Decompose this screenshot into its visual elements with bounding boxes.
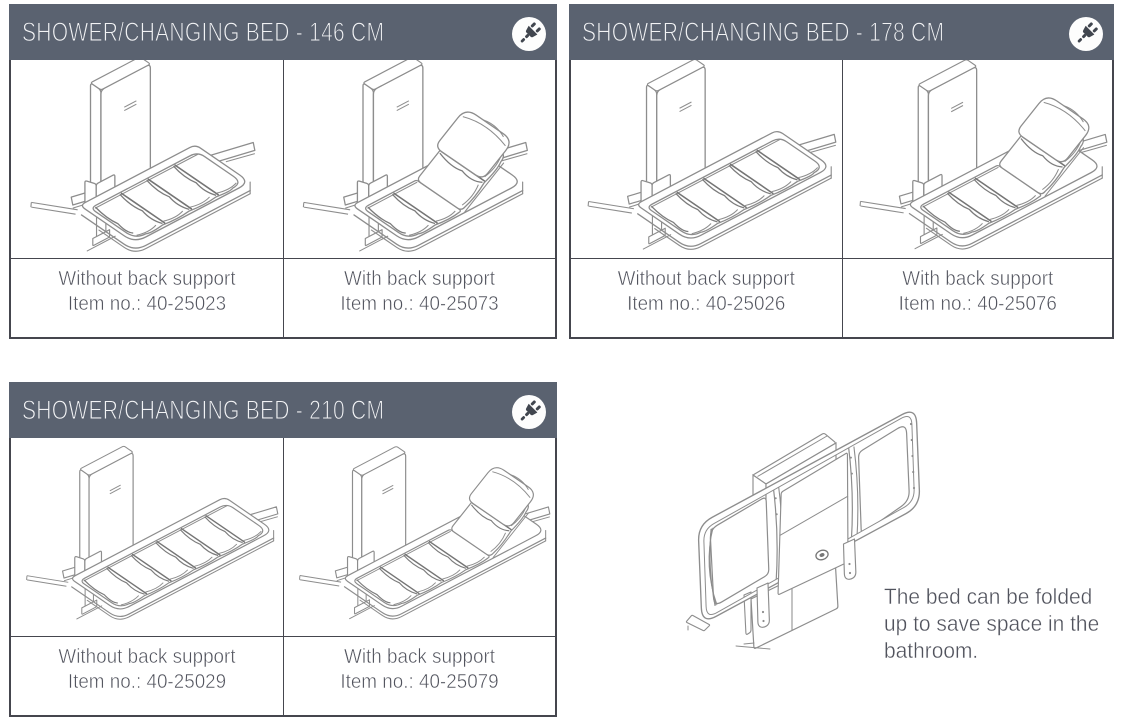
variant-label: Without back support — [58, 267, 236, 290]
caption-178-with-back: With back support Item no.: 40-25076 — [841, 259, 1113, 337]
drawing-210-without-back — [11, 438, 283, 636]
folded-bed-note: The bed can be folded up to save space i… — [884, 583, 1100, 664]
panel-178-header: SHOWER/CHANGING BED - 178 CM — [569, 4, 1114, 60]
note-line: up to save space in the — [884, 611, 1100, 636]
panel-146cm: SHOWER/CHANGING BED - 146 CM Without bac… — [9, 4, 557, 339]
power-plug-icon — [512, 17, 546, 51]
variant-item-number: Item no.: 40-25073 — [340, 291, 499, 315]
panel-210-header: SHOWER/CHANGING BED - 210 CM — [9, 382, 557, 438]
panel-146-captions: Without back support Item no.: 40-25023 … — [11, 258, 555, 337]
panel-210cm: SHOWER/CHANGING BED - 210 CM Without bac… — [9, 382, 557, 717]
panel-210-drawings — [11, 438, 555, 636]
drawing-folded-bed — [640, 392, 960, 692]
variant-label: With back support — [901, 267, 1053, 290]
caption-178-without-back: Without back support Item no.: 40-25026 — [571, 259, 842, 337]
variant-item-number: Item no.: 40-25076 — [898, 291, 1057, 315]
panel-146-drawings — [11, 60, 555, 258]
note-line: The bed can be folded — [884, 584, 1093, 609]
panel-210-title: SHOWER/CHANGING BED - 210 CM — [22, 395, 385, 426]
panel-210-captions: Without back support Item no.: 40-25029 … — [11, 636, 555, 715]
panel-178-captions: Without back support Item no.: 40-25026 … — [571, 258, 1112, 337]
panel-178-drawings — [571, 60, 1112, 258]
variant-item-number: Item no.: 40-25026 — [627, 291, 786, 315]
caption-146-with-back: With back support Item no.: 40-25073 — [283, 259, 555, 337]
panel-146-title: SHOWER/CHANGING BED - 146 CM — [22, 17, 385, 48]
panel-178cm: SHOWER/CHANGING BED - 178 CM Without bac… — [569, 4, 1114, 339]
power-plug-icon — [1069, 17, 1103, 51]
panel-178-title: SHOWER/CHANGING BED - 178 CM — [582, 17, 945, 48]
drawing-146-without-back — [11, 60, 283, 258]
variant-label: With back support — [344, 645, 495, 668]
caption-210-without-back: Without back support Item no.: 40-25029 — [11, 637, 283, 715]
note-line: bathroom. — [884, 638, 979, 663]
caption-210-with-back: With back support Item no.: 40-25079 — [283, 637, 555, 715]
drawing-210-with-back — [283, 438, 555, 636]
drawing-178-with-back — [841, 60, 1113, 258]
variant-label: Without back support — [617, 267, 795, 290]
drawing-178-without-back — [571, 60, 842, 258]
caption-146-without-back: Without back support Item no.: 40-25023 — [11, 259, 283, 337]
variant-item-number: Item no.: 40-25023 — [67, 291, 227, 315]
variant-item-number: Item no.: 40-25029 — [67, 669, 227, 693]
drawing-146-with-back — [283, 60, 555, 258]
folded-bed-section: The bed can be folded up to save space i… — [561, 339, 1122, 722]
power-plug-icon — [512, 395, 546, 429]
panel-146-header: SHOWER/CHANGING BED - 146 CM — [9, 4, 557, 60]
variant-item-number: Item no.: 40-25079 — [340, 669, 499, 693]
variant-label: With back support — [344, 267, 495, 290]
variant-label: Without back support — [58, 645, 236, 668]
